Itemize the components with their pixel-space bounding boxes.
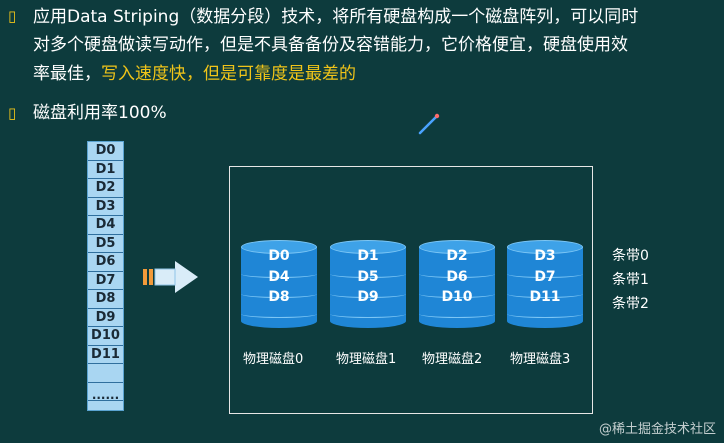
disk-block: D3 (534, 248, 556, 264)
disk-label-3: 物理磁盘3 (510, 352, 571, 367)
stripe-separator (241, 310, 317, 318)
strip-cell: D7 (88, 272, 123, 290)
strip-cell: D10 (88, 327, 123, 346)
strip-cell-empty (88, 383, 123, 401)
physical-disk-1: D1 D5 D9 (330, 240, 406, 328)
disk-top (507, 240, 583, 254)
stripe-separator (507, 270, 583, 278)
strip-cell: D8 (88, 290, 123, 309)
disk-block: D11 (529, 289, 561, 305)
disk-body (241, 247, 317, 321)
strip-cell: D9 (88, 309, 123, 327)
logical-data-strip: D0 D1 D2 D3 D4 D5 D6 D7 D8 D9 D10 D11 ..… (87, 141, 124, 411)
disk-top (330, 240, 406, 254)
stripe-separator (419, 270, 495, 278)
disk-block: D10 (441, 289, 473, 305)
physical-disk-2: D2 D6 D10 (419, 240, 495, 328)
strip-cell: D4 (88, 216, 123, 235)
disk-top (241, 240, 317, 254)
stripe-label-1: 条带1 (612, 272, 649, 288)
bullet-marker: ▯ (8, 7, 17, 25)
disk-block: D7 (534, 269, 556, 285)
disk-label-1: 物理磁盘1 (336, 352, 397, 367)
disk-block: D8 (268, 289, 290, 305)
stripe-separator (507, 310, 583, 318)
bullet-1-highlight: 写入速度快，但是可靠度是最差的 (101, 64, 356, 84)
strip-cell-empty (88, 364, 123, 383)
disk-block: D2 (446, 248, 468, 264)
bullet-1-line-2: 对多个硬盘做读写动作，但是不具备备份及容错能力，它价格便宜，硬盘使用效 (33, 35, 628, 55)
disk-block: D4 (268, 269, 290, 285)
bullet-1-line-3: 率最佳，写入速度快，但是可靠度是最差的 (33, 61, 356, 87)
disk-block: D1 (357, 248, 379, 264)
disk-block: D6 (446, 269, 468, 285)
stripe-separator (330, 310, 406, 318)
strip-cell: D3 (88, 198, 123, 216)
stripe-separator (330, 290, 406, 298)
bullet-1-line-3-plain: 率最佳， (33, 64, 101, 84)
stripe-separator (241, 290, 317, 298)
disk-block: D9 (357, 289, 379, 305)
bullet-marker: ▯ (8, 104, 17, 122)
disk-block: D5 (357, 269, 379, 285)
stripe-separator (419, 290, 495, 298)
strip-cell: D11 (88, 346, 123, 364)
stripe-label-0: 条带0 (612, 248, 649, 264)
stripe-separator (419, 310, 495, 318)
disk-body (330, 247, 406, 321)
bullet-2-text: 磁盘利用率100% (33, 103, 167, 123)
disk-label-2: 物理磁盘2 (422, 352, 483, 367)
disk-block: D0 (268, 248, 290, 264)
strip-ellipsis: ...... (91, 388, 120, 402)
right-arrow-icon (143, 261, 198, 293)
strip-cell: D0 (88, 142, 123, 161)
disk-label-0: 物理磁盘0 (243, 352, 304, 367)
physical-disk-0: D0 D4 D8 (241, 240, 317, 328)
disk-top (419, 240, 495, 254)
stripe-separator (241, 270, 317, 278)
strip-cell: D2 (88, 179, 123, 198)
physical-disk-3: D3 D7 D11 (507, 240, 583, 328)
strip-cell: D1 (88, 161, 123, 179)
disk-body (507, 247, 583, 321)
watermark: @稀土掘金技术社区 (598, 422, 716, 437)
stripe-label-2: 条带2 (612, 296, 649, 312)
stripe-separator (330, 270, 406, 278)
stripe-separator (507, 290, 583, 298)
raid0-array-frame (229, 166, 593, 414)
strip-cell: D5 (88, 235, 123, 253)
disk-body (419, 247, 495, 321)
bullet-1-line-1: 应用Data Striping（数据分段）技术，将所有硬盘构成一个磁盘阵列，可以… (33, 7, 639, 27)
strip-cell: D6 (88, 253, 123, 272)
pen-pointer-icon (418, 113, 440, 135)
